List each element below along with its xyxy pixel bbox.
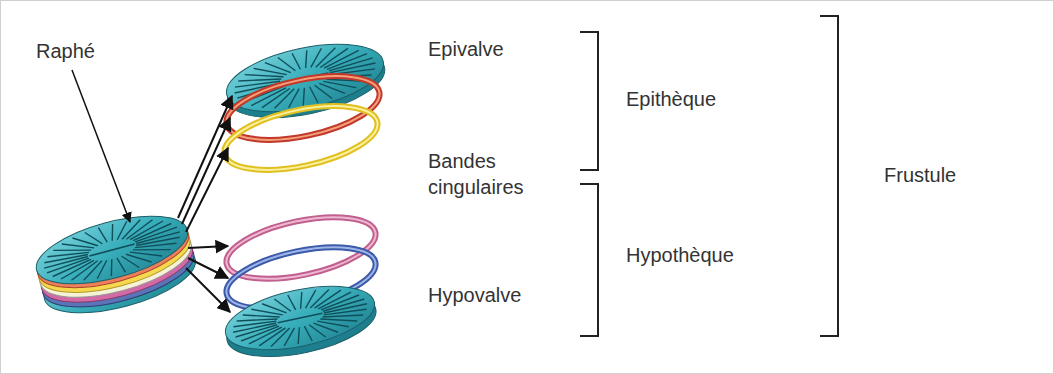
assembled-frustule	[29, 203, 202, 326]
stria	[310, 86, 318, 104]
epivalve-assembled	[29, 203, 194, 297]
stria	[274, 296, 291, 314]
stria	[302, 50, 310, 68]
stria	[122, 253, 140, 272]
hypovalve	[220, 275, 382, 368]
arrow	[182, 118, 230, 224]
stria	[309, 322, 326, 340]
stria	[297, 292, 305, 309]
stria	[319, 79, 345, 99]
stria	[328, 58, 373, 71]
stria	[128, 221, 166, 240]
stria	[307, 48, 324, 67]
stria	[295, 327, 303, 344]
stria	[98, 226, 107, 243]
bracket	[580, 184, 598, 336]
stria	[278, 55, 295, 74]
stria	[265, 58, 291, 78]
stria	[245, 67, 284, 85]
part-label: Epivalve	[428, 36, 568, 62]
stria	[47, 246, 89, 263]
band-ring	[219, 94, 383, 181]
group-label: Epithèque	[626, 86, 786, 112]
stria	[107, 259, 116, 276]
stria	[304, 325, 312, 342]
stria	[131, 224, 173, 241]
stria	[113, 221, 131, 240]
bracket	[580, 32, 598, 170]
arrow	[186, 268, 230, 312]
arrow	[188, 246, 228, 248]
stria	[322, 50, 361, 68]
stria	[117, 257, 126, 274]
part-label: Hypovalve	[428, 282, 568, 308]
stria	[243, 308, 280, 325]
stria	[108, 224, 117, 241]
stria	[262, 299, 286, 317]
raphe-slit	[278, 313, 323, 322]
stria	[322, 299, 365, 311]
stria	[53, 241, 91, 260]
stria	[312, 290, 343, 308]
group-label: Frustule	[884, 162, 1034, 188]
band-ring	[219, 94, 383, 181]
raphe-slit	[89, 244, 134, 256]
stria	[257, 328, 288, 346]
stria	[318, 48, 351, 67]
valve-face	[220, 275, 380, 361]
leader-line	[72, 70, 130, 222]
part-label: Raphé	[36, 38, 156, 64]
stria	[302, 290, 319, 308]
stria	[288, 294, 296, 311]
valve-top	[220, 275, 380, 361]
stria	[300, 88, 308, 106]
girdle-band	[219, 94, 383, 181]
valve-face	[29, 203, 194, 297]
stria	[134, 227, 178, 242]
stria	[315, 82, 332, 101]
stria	[85, 229, 103, 248]
stria	[133, 240, 171, 259]
stria	[247, 327, 284, 344]
stria	[320, 312, 357, 329]
bracket	[820, 16, 838, 336]
explosion-arrows	[178, 96, 232, 312]
stria	[316, 292, 353, 309]
stria	[51, 259, 93, 276]
stria	[292, 52, 300, 70]
part-label: Bandes cingulaires	[428, 148, 568, 200]
stria	[93, 260, 111, 279]
group-label: Hypothèque	[626, 242, 796, 268]
stria	[314, 318, 338, 336]
arrow	[186, 148, 228, 232]
stria	[281, 328, 298, 346]
stria	[285, 89, 302, 108]
stria	[126, 248, 151, 267]
stria	[72, 232, 97, 251]
